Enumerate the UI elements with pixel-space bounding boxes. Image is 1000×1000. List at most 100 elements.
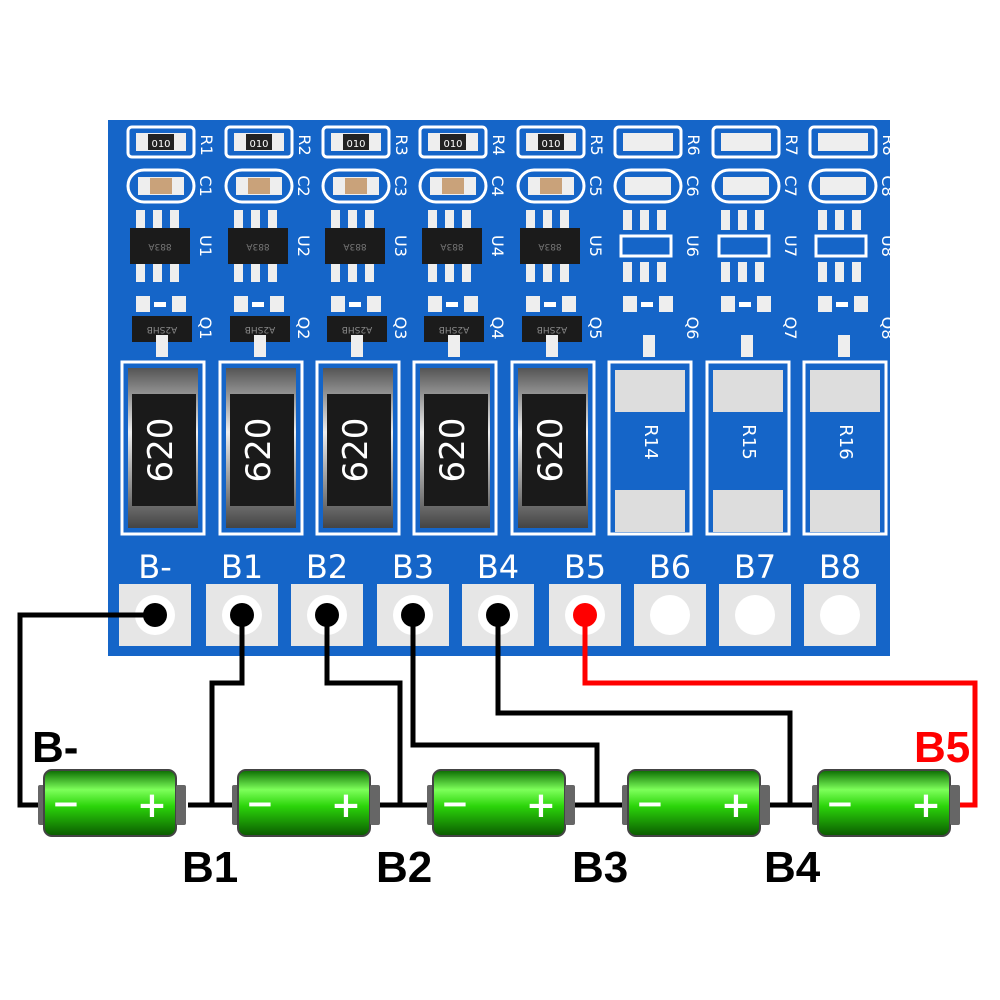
resistor-designator: R1: [197, 134, 216, 155]
ic-pin: [348, 262, 357, 282]
mosfet-marking: A2SHB: [439, 324, 470, 334]
mosfet-designator: Q4: [488, 317, 507, 340]
pad-label-b6: B6: [649, 548, 691, 586]
shunt-marking: 620: [239, 418, 279, 483]
minus-sign: −: [246, 784, 275, 824]
shunt-marking: 620: [141, 418, 181, 483]
shunt-pad: [615, 490, 685, 532]
plus-sign: +: [911, 785, 941, 826]
label-b2: B2: [376, 843, 432, 892]
capacitor-designator: C6: [683, 175, 702, 196]
resistor-designator: R7: [782, 134, 801, 155]
shunt-pad: [713, 490, 783, 532]
ic-pin: [234, 210, 243, 230]
ic-pin: [428, 262, 437, 282]
smd-resistor: [148, 134, 174, 150]
ic-pin: [755, 210, 764, 230]
mos-drain-pad: [838, 335, 850, 357]
shunt-marking: 620: [433, 418, 473, 483]
mos-pad: [331, 296, 345, 312]
wire-b1: [209, 615, 245, 805]
ic-pin: [543, 262, 552, 282]
resistor-marking: 010: [541, 139, 560, 150]
resistor-outline: [516, 125, 586, 159]
plus-sign: +: [721, 785, 751, 826]
ic-pin: [445, 262, 454, 282]
label-bminus: B-: [32, 723, 78, 772]
ic-pin: [170, 262, 179, 282]
wire-b4: [495, 615, 793, 805]
label-b4: B4: [764, 843, 821, 892]
mos-mark: [349, 302, 361, 307]
mos-pad: [526, 296, 540, 312]
mosfet-designator: Q2: [294, 317, 313, 340]
wire-b3: [410, 615, 600, 805]
ic-footprint: [717, 234, 771, 258]
resistor-designator: R4: [489, 134, 508, 155]
capacitor-designator: C1: [196, 175, 215, 196]
mos-pad: [854, 296, 868, 312]
resistor-marking: 010: [346, 139, 365, 150]
ic-pin: [348, 210, 357, 230]
ic-marking: 883A: [439, 241, 463, 251]
resistor-pads: [623, 133, 673, 151]
ic-marking: 883A: [342, 241, 366, 251]
pad-label-b4: B4: [477, 548, 519, 586]
capacitor-designator: C7: [781, 175, 800, 196]
battery-terminal-pos: [950, 785, 960, 825]
ic-pin: [365, 262, 374, 282]
ic-designator: U3: [391, 235, 410, 257]
ic-pin: [640, 262, 649, 282]
ic-designator: U5: [586, 235, 605, 257]
resistor-designator: R2: [295, 134, 314, 155]
shunt-pad: [615, 370, 685, 412]
mos-pad: [721, 296, 735, 312]
wire-dot-b5: [573, 603, 597, 627]
shunt-outline: [510, 360, 596, 536]
pad-label-b2: B2: [306, 548, 348, 586]
capacitor-outline: [126, 168, 196, 204]
mosfet-designator: Q5: [586, 317, 605, 340]
resistor-designator: R8: [879, 134, 898, 155]
wire-dot: [486, 603, 510, 627]
pad-hole: [650, 595, 690, 635]
smd-capacitor: [248, 178, 270, 194]
mos-pad: [428, 296, 442, 312]
ic-pin: [721, 210, 730, 230]
capacitor-outline: [613, 168, 683, 204]
ic-pin: [640, 210, 649, 230]
ic-designator: U6: [683, 235, 702, 257]
shunt-resistor: [327, 394, 391, 506]
mos-drain-pad: [546, 335, 558, 357]
ic-pin: [560, 210, 569, 230]
mos-pad: [464, 296, 478, 312]
battery-cell: −+: [622, 769, 770, 837]
wire-dot: [401, 603, 425, 627]
shunt-resistor: [424, 394, 488, 506]
mos-pad: [818, 296, 832, 312]
ic-pin: [268, 210, 277, 230]
smd-capacitor: [345, 178, 367, 194]
ic-pin: [657, 262, 666, 282]
ic-pin: [852, 210, 861, 230]
ic-designator: U1: [196, 235, 215, 257]
shunt-designator: R16: [835, 424, 856, 459]
ic-pin: [268, 262, 277, 282]
battery-terminal-pos: [565, 785, 575, 825]
mosfet-marking: A2SHB: [342, 324, 373, 334]
mosfet-marking: A2SHB: [537, 324, 568, 334]
resistor-outline: [418, 125, 488, 159]
ic-pin: [835, 262, 844, 282]
capacitor-designator: C8: [878, 175, 897, 196]
ic-pin: [234, 262, 243, 282]
mos-drain-pad: [448, 335, 460, 357]
minus-sign: −: [52, 784, 81, 824]
resistor-marking: 010: [443, 139, 462, 150]
capacitor-designator: C3: [391, 175, 410, 196]
ic-designator: U8: [878, 235, 897, 257]
ic-designator: U2: [294, 235, 313, 257]
mos-pad: [136, 296, 150, 312]
shunt-resistor: [132, 394, 196, 506]
ic-pin: [445, 210, 454, 230]
